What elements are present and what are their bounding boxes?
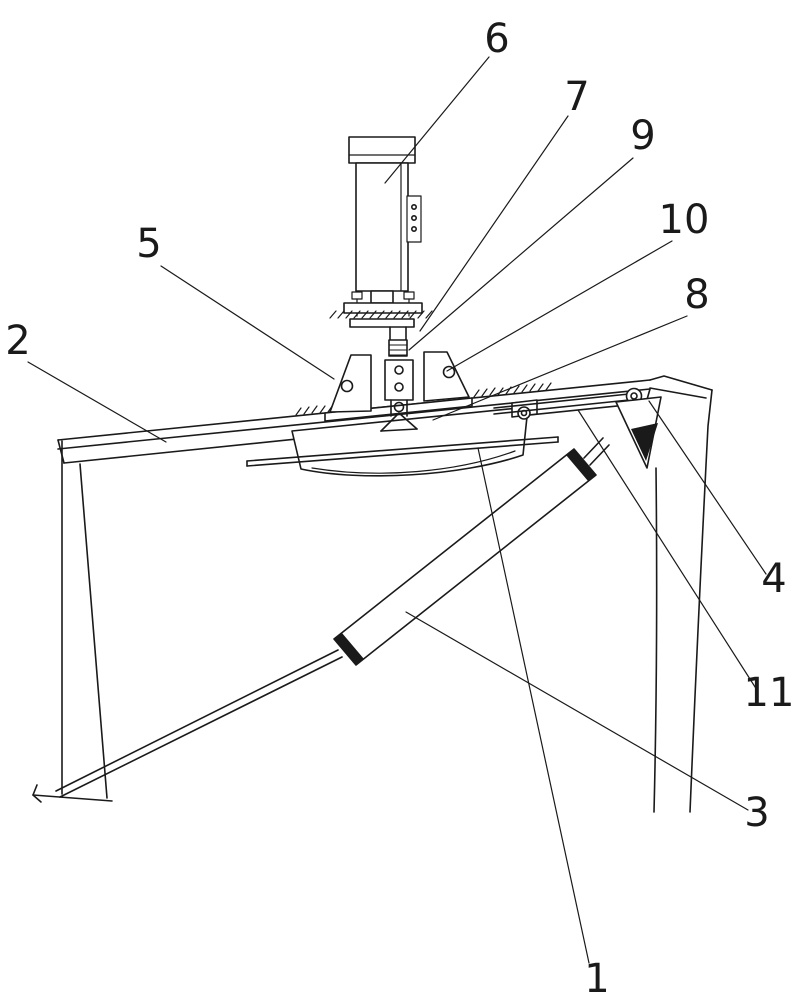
tilt-cylinder [55, 437, 610, 798]
flange-hatch [329, 310, 433, 319]
seal-hatch-left [295, 404, 334, 416]
bolt-head-left [351, 291, 363, 300]
callout-label-4: 4 [761, 556, 786, 602]
callout-label-3: 3 [744, 790, 769, 836]
guide-block-hole-upper [394, 365, 404, 375]
sensor-dot-3 [410, 226, 417, 233]
door-hinge-pin-outer [517, 406, 531, 420]
callout-labels: 1 2 3 4 5 6 7 8 9 10 11 [5, 16, 794, 1000]
frame-bottom-line [32, 794, 113, 802]
leader-4 [648, 400, 767, 575]
coupler-threads [388, 344, 408, 356]
machine-frame [32, 375, 713, 813]
door-connector-vee [380, 412, 418, 432]
door-frame-bar-bottom [246, 441, 559, 467]
link-bar-bottom-edge [493, 399, 630, 415]
callout-label-2: 2 [5, 318, 30, 364]
leader-9 [408, 157, 634, 351]
leader-11 [577, 409, 758, 691]
tilt-cylinder-body [333, 448, 597, 666]
frame-left-slant [79, 463, 108, 799]
callout-label-1: 1 [584, 956, 609, 1000]
clevis-pin [393, 401, 405, 413]
cylinder-body [355, 162, 409, 292]
leader-1 [477, 447, 590, 964]
mounting-brackets [324, 351, 473, 422]
callout-label-8: 8 [684, 272, 709, 318]
bracket-base-plate [324, 397, 473, 422]
bracket-left [329, 354, 372, 413]
corner-gusset [615, 396, 662, 469]
callout-label-7: 7 [564, 74, 589, 120]
stay-rod-top [55, 649, 339, 792]
plate-mid-edge [57, 388, 651, 450]
cylinder-top-cap [348, 136, 416, 164]
leader-lines [27, 56, 767, 964]
gusset-dark-web [631, 423, 658, 461]
frame-right-outer-curve [689, 389, 713, 813]
actuator-assembly [329, 136, 433, 432]
bracket-left-hole [340, 379, 354, 393]
plate-left-cap [57, 439, 65, 464]
threaded-coupler [388, 339, 408, 357]
door-connector-base [380, 428, 418, 432]
bracket-right-hole [442, 365, 456, 379]
sensor-dot-1 [410, 204, 417, 211]
sensor-strip [406, 195, 422, 243]
callout-label-9: 9 [630, 113, 655, 159]
tilt-cylinder-bottom-cap [334, 633, 364, 665]
frame-right-top-edge [649, 375, 713, 391]
tilt-cylinder-top-cap [566, 449, 596, 481]
link-bar [493, 387, 643, 415]
callout-label-6: 6 [484, 16, 509, 62]
callout-label-5: 5 [136, 221, 161, 267]
callout-label-10: 10 [659, 197, 710, 243]
frame-right-inner-curve [653, 467, 658, 813]
rod-gland [370, 290, 394, 304]
flange-lower-plate [349, 318, 415, 328]
pivot-pin-inner [630, 392, 638, 400]
link-bar-top-edge [493, 393, 630, 409]
door-inner-curve [311, 450, 516, 474]
drawing-root: 1 2 3 4 5 6 7 8 9 10 11 [5, 16, 794, 1000]
seal-hatch-right [473, 382, 552, 398]
cylinder-rod-upper-2 [589, 444, 610, 466]
leader-6 [384, 56, 490, 184]
leader-8 [432, 315, 688, 421]
callout-label-11: 11 [744, 670, 794, 716]
sensor-dot-2 [410, 215, 417, 222]
leader-2 [27, 361, 167, 443]
frame-left-foot [32, 784, 42, 803]
discharge-door [246, 399, 559, 477]
leader-3 [405, 611, 749, 811]
frame-right-under-edge [649, 387, 707, 399]
leader-5 [160, 265, 335, 380]
cylinder-rod-upper-1 [583, 437, 604, 459]
door-frame-bar-top [246, 436, 559, 462]
guide-block-hole-lower [394, 382, 404, 392]
leader-7 [419, 115, 569, 332]
stay-rod-bottom [59, 656, 343, 798]
bolt-head-right [403, 291, 415, 300]
leader-10 [446, 240, 673, 372]
